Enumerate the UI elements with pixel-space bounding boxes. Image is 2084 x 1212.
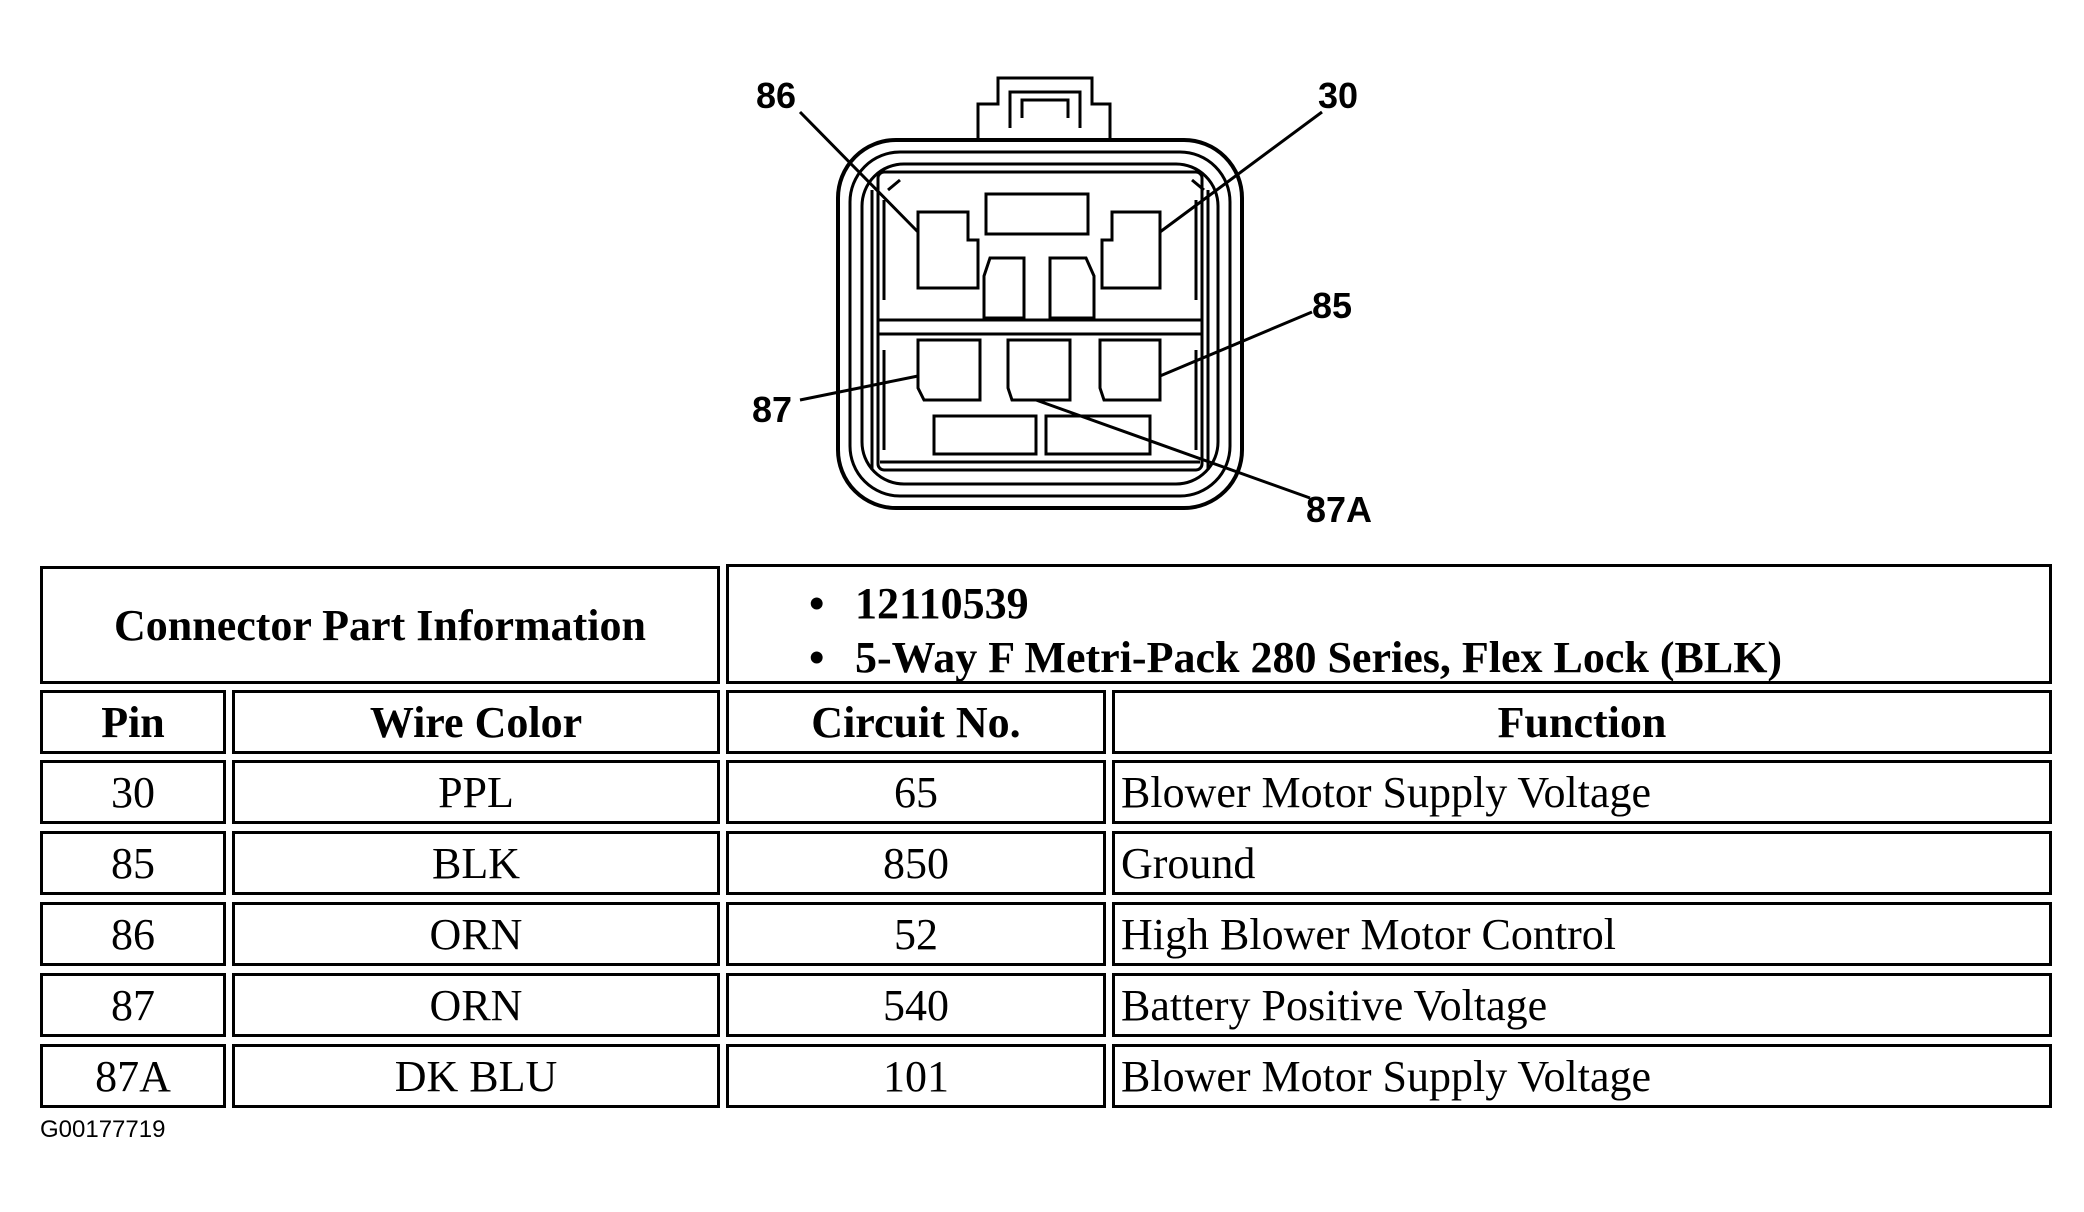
cell-pin: 87 xyxy=(40,973,226,1037)
cell-pin: 85 xyxy=(40,831,226,895)
cell-function: Blower Motor Supply Voltage xyxy=(1112,760,2052,824)
figure-id: G00177719 xyxy=(40,1116,166,1143)
cell-pin: 87A xyxy=(40,1044,226,1108)
cell-pin: 30 xyxy=(40,760,226,824)
connector-latch xyxy=(976,76,1112,142)
header-wire-color: Wire Color xyxy=(232,690,720,754)
part-description: 5-Way F Metri-Pack 280 Series, Flex Lock… xyxy=(805,631,1782,685)
pin-label-86: 86 xyxy=(756,75,796,116)
part-info-label: Connector Part Information xyxy=(114,600,646,650)
cell-wire-color: ORN xyxy=(232,902,720,966)
cell-circuit-no: 540 xyxy=(726,973,1106,1037)
pin-label-85: 85 xyxy=(1312,285,1352,326)
header-pin: Pin xyxy=(40,690,226,754)
part-info-value-cell: 12110539 5-Way F Metri-Pack 280 Series, … xyxy=(726,564,2052,684)
connector-cavities xyxy=(882,178,1205,456)
part-info-label-cell: Connector Part Information xyxy=(40,566,720,684)
part-number: 12110539 xyxy=(805,577,1782,631)
cell-circuit-no: 52 xyxy=(726,902,1106,966)
part-info-list: 12110539 5-Way F Metri-Pack 280 Series, … xyxy=(805,577,1782,685)
cell-function: High Blower Motor Control xyxy=(1112,902,2052,966)
cell-pin: 86 xyxy=(40,902,226,966)
pin-label-87: 87 xyxy=(752,389,792,430)
header-circuit-no: Circuit No. xyxy=(726,690,1106,754)
pin-leader-lines xyxy=(798,110,1323,500)
cell-function: Battery Positive Voltage xyxy=(1112,973,2052,1037)
cell-function: Ground xyxy=(1112,831,2052,895)
cell-circuit-no: 850 xyxy=(726,831,1106,895)
cell-wire-color: BLK xyxy=(232,831,720,895)
cell-circuit-no: 101 xyxy=(726,1044,1106,1108)
pin-label-30: 30 xyxy=(1318,75,1358,116)
cell-wire-color: PPL xyxy=(232,760,720,824)
header-function: Function xyxy=(1112,690,2052,754)
cell-function: Blower Motor Supply Voltage xyxy=(1112,1044,2052,1108)
pin-label-87a: 87A xyxy=(1306,489,1372,530)
connector-housing xyxy=(836,138,1244,510)
cell-wire-color: ORN xyxy=(232,973,720,1037)
cell-circuit-no: 65 xyxy=(726,760,1106,824)
cell-wire-color: DK BLU xyxy=(232,1044,720,1108)
connector-diagram: 86 30 85 87 87A xyxy=(752,75,1372,530)
